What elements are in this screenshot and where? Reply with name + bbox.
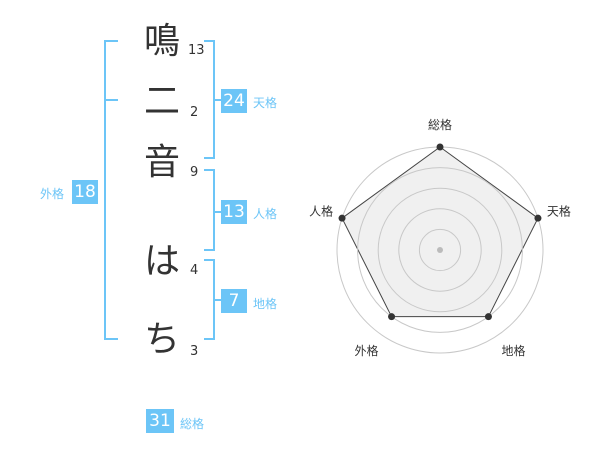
jinkaku-bracket bbox=[204, 169, 215, 251]
gaikaku-label: 外格 bbox=[40, 187, 65, 201]
radar-point-1 bbox=[436, 143, 444, 151]
stroke-count-3: 9 bbox=[190, 165, 199, 180]
stroke-count-4: 4 bbox=[190, 263, 199, 278]
radar-axis-label-4: 外格 bbox=[355, 343, 379, 358]
chikaku-label: 地格 bbox=[253, 297, 278, 311]
radar-axis-label-2: 天格 bbox=[547, 203, 571, 218]
tenkaku-value: 24 bbox=[221, 89, 247, 113]
stroke-count-2: 2 bbox=[190, 105, 199, 120]
name-char-2: 二 bbox=[143, 81, 180, 122]
jinkaku-value: 13 bbox=[221, 200, 247, 224]
gaikaku-bracket bbox=[104, 40, 118, 340]
radar-point-5 bbox=[338, 214, 346, 222]
name-char-4: は bbox=[143, 241, 180, 282]
radar-ring-2 bbox=[398, 208, 482, 292]
gaikaku-value: 18 bbox=[72, 180, 98, 204]
jinkaku-label: 人格 bbox=[253, 207, 278, 221]
radar-axis-label-5: 人格 bbox=[309, 203, 333, 218]
tenkaku-label: 天格 bbox=[253, 96, 278, 110]
radar-ring-4 bbox=[357, 167, 523, 333]
radar-ring-3 bbox=[377, 187, 503, 313]
radar-ring-1 bbox=[418, 228, 462, 272]
radar-point-3 bbox=[484, 313, 492, 321]
chikaku-value: 7 bbox=[221, 289, 247, 313]
stroke-count-5: 3 bbox=[190, 344, 199, 359]
stroke-count-1: 13 bbox=[188, 43, 205, 58]
radar-point-4 bbox=[388, 313, 396, 321]
name-char-1: 鳴 bbox=[143, 21, 180, 62]
name-char-5: ち bbox=[143, 319, 180, 360]
radar-axis-label-1: 総格 bbox=[428, 117, 452, 132]
radar-axis-label-3: 地格 bbox=[501, 343, 525, 358]
soukaku-value: 31 bbox=[146, 409, 174, 433]
soukaku-label: 総格 bbox=[180, 417, 205, 431]
name-char-3: 音 bbox=[143, 142, 180, 183]
radar-center-dot bbox=[437, 247, 443, 253]
radar-data-polygon bbox=[341, 146, 539, 318]
radar-point-2 bbox=[534, 214, 542, 222]
